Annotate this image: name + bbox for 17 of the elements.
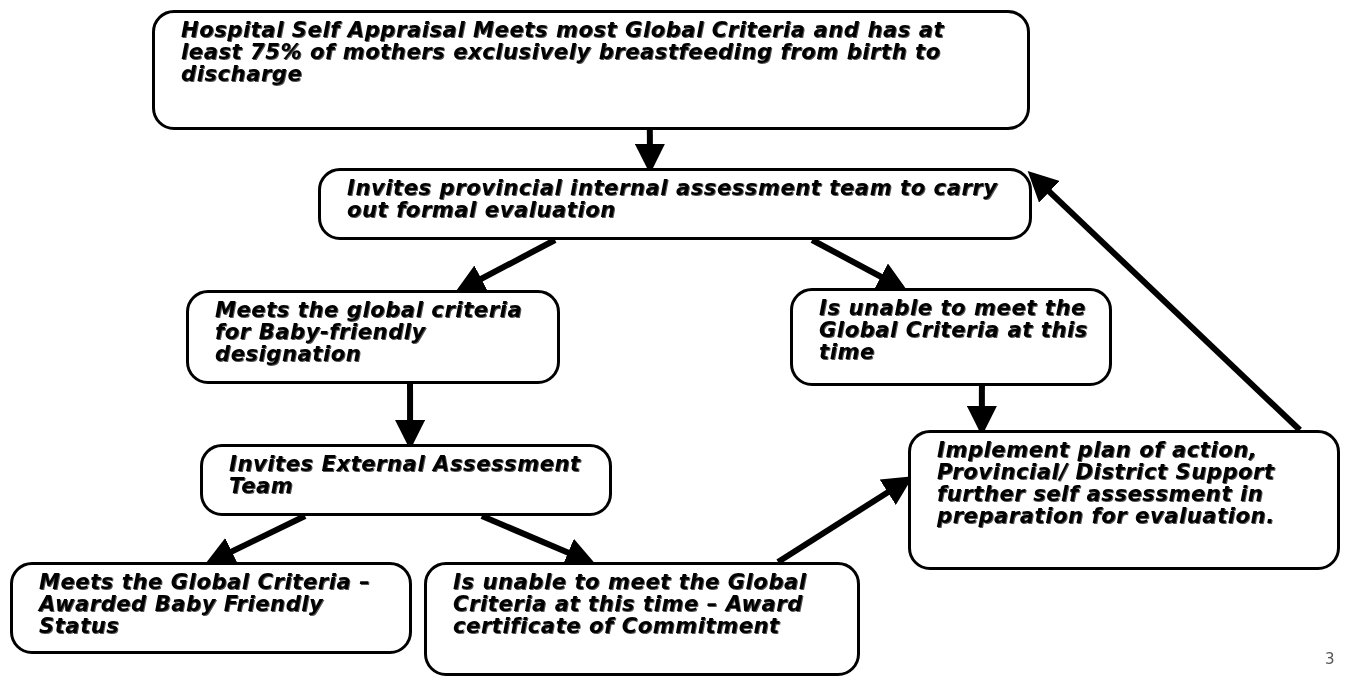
process-box (790, 288, 1112, 386)
page-number: 3 (1325, 650, 1335, 668)
process-box (318, 168, 1032, 240)
process-box (424, 562, 860, 676)
box-text: Is unable to meet the Global Criteria at this time – Award certificate of Commitment (453, 571, 808, 637)
box-text: Meets the global criteria for Baby-friendly designation (215, 299, 524, 365)
process-box (10, 562, 412, 654)
box-text: Implement plan of action, Provincial/ District Support further self assessment in preparation for evaluation. (937, 439, 1276, 527)
box-text: Invites provincial internal assessment team to carry out formal evaluation (347, 177, 999, 221)
box-text: Hospital Self Appraisal Meets most Global Criteria and has at least 75% of mothers exclusively breastfeeding from birth to discharge (181, 19, 946, 85)
process-box (908, 430, 1340, 570)
process-box (186, 290, 560, 384)
process-box (152, 10, 1030, 130)
box-text: Meets the Global Criteria – Awarded Baby Friendly Status (39, 571, 372, 637)
box-text: Invites External Assessment Team (229, 453, 582, 497)
process-box (200, 444, 612, 516)
box-text: Is unable to meet the Global Criteria at this time (819, 297, 1089, 363)
